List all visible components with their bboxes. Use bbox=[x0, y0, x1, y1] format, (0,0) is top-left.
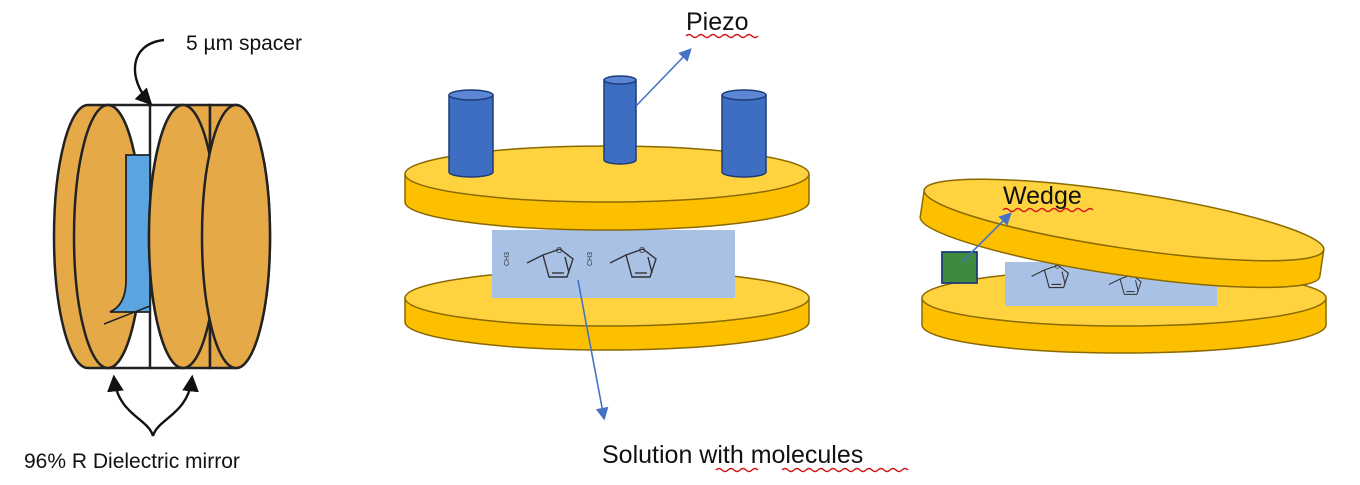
molecule-substituent-label: CH3 bbox=[587, 252, 594, 266]
mirror-label: 96% R Dielectric mirror bbox=[24, 450, 240, 473]
solution-arrow bbox=[577, 279, 609, 421]
mirror-cavity: 5 µm spacer 96% R Dielectric mirror bbox=[24, 32, 302, 473]
solution-label: Solution with molecules bbox=[602, 441, 863, 469]
wedge-cavity: Wedge bbox=[919, 178, 1327, 354]
top-disk bbox=[404, 145, 810, 231]
cylinder-icon bbox=[603, 75, 637, 165]
cylinder-icon bbox=[448, 89, 494, 178]
mirror-brace bbox=[107, 374, 199, 437]
spacer-arrow bbox=[133, 38, 165, 106]
wedge-block bbox=[941, 251, 978, 284]
piezo-arrow bbox=[635, 48, 692, 107]
back-mirror bbox=[147, 103, 272, 370]
molecule-substituent-label: CH3 bbox=[504, 252, 511, 266]
wedge-arrow bbox=[961, 212, 1012, 263]
solution-layer bbox=[492, 230, 735, 298]
piezo-cavity: CH3 CH3 Piezo Solution with molecules bbox=[404, 8, 909, 473]
spacer-label: 5 µm spacer bbox=[186, 32, 302, 55]
piezo-label: Piezo bbox=[686, 8, 749, 36]
tilted-top-disk bbox=[919, 178, 1325, 289]
spacer-ring bbox=[103, 103, 152, 370]
cylinder-icon bbox=[721, 89, 767, 178]
wedge-label: Wedge bbox=[1003, 182, 1082, 210]
